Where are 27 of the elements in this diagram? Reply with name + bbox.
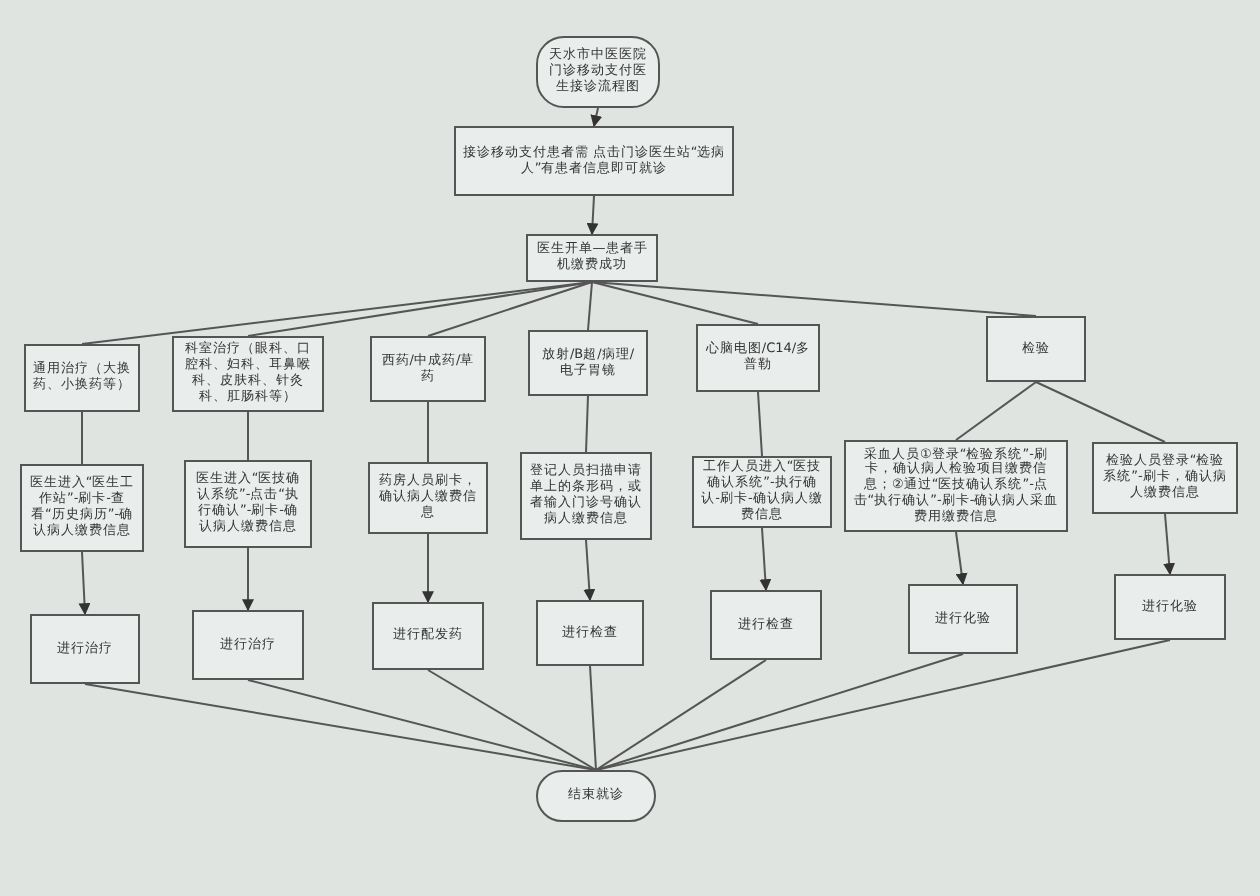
connector-line [427, 669, 597, 771]
connector-line [427, 401, 429, 463]
arrow [955, 531, 968, 586]
arrow [586, 195, 599, 236]
arrow [78, 551, 91, 616]
arrow [759, 527, 772, 592]
connector-line [757, 391, 763, 457]
connector-line [585, 395, 589, 453]
arrow [590, 107, 603, 128]
connector-line [955, 381, 1037, 441]
connector-line [595, 639, 1171, 771]
connector-line [595, 653, 964, 771]
connector-line [247, 679, 597, 771]
arrow [422, 533, 434, 604]
connector-line [595, 659, 767, 771]
connector-line [247, 411, 249, 461]
connector-line [587, 281, 593, 331]
connector-line [81, 411, 83, 465]
arrow [583, 539, 596, 602]
arrow [242, 547, 254, 612]
connector-line [427, 281, 593, 337]
connector-line [589, 665, 597, 771]
connector-line [247, 281, 593, 337]
connector-line [591, 281, 759, 325]
connector-line [591, 281, 1037, 317]
arrow [1163, 513, 1176, 576]
connector-line [1035, 381, 1166, 443]
